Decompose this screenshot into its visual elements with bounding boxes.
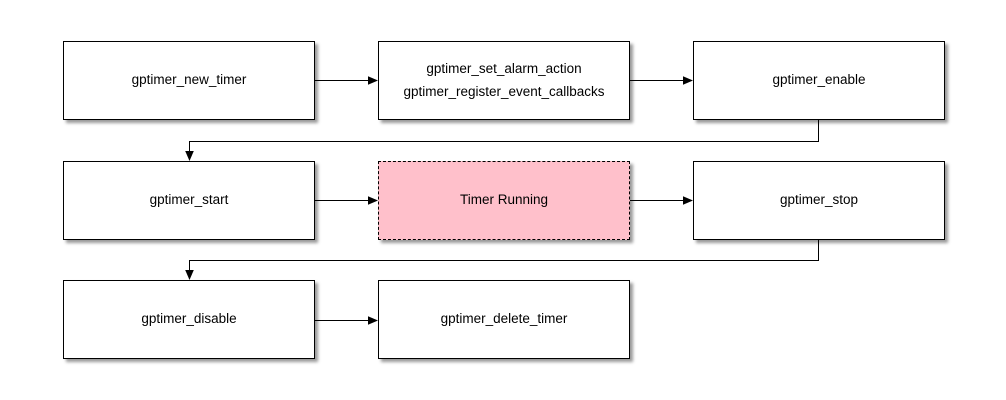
edge-timer-running-to-stop — [630, 196, 693, 205]
node-gptimer-new-timer: gptimer_new_timer — [63, 41, 315, 120]
node-label: gptimer_enable — [772, 72, 866, 88]
edge-config-to-enable — [630, 76, 693, 85]
node-label-line-2: gptimer_register_event_callbacks — [403, 83, 605, 99]
edge-new-timer-to-config — [315, 76, 378, 85]
edge-disable-to-delete-timer — [315, 316, 378, 325]
node-label-line-1: gptimer_set_alarm_action — [426, 60, 582, 76]
node-label: Timer Running — [459, 192, 549, 208]
node-gptimer-enable: gptimer_enable — [693, 41, 945, 120]
node-gptimer-start: gptimer_start — [63, 161, 315, 240]
node-gptimer-config: gptimer_set_alarm_action gptimer_registe… — [378, 41, 630, 120]
node-gptimer-stop: gptimer_stop — [693, 161, 945, 240]
edge-enable-to-start — [185, 120, 819, 161]
node-gptimer-delete-timer: gptimer_delete_timer — [378, 280, 630, 359]
node-gptimer-disable: gptimer_disable — [63, 280, 315, 359]
node-timer-running-state: Timer Running — [378, 161, 630, 240]
node-label: gptimer_disable — [141, 311, 237, 327]
node-label: gptimer_stop — [779, 192, 859, 208]
node-label: gptimer_start — [149, 192, 229, 208]
node-label: gptimer_new_timer — [131, 72, 247, 88]
node-label: gptimer_delete_timer — [440, 311, 568, 327]
edge-start-to-timer-running — [315, 196, 378, 205]
edge-stop-to-disable — [185, 240, 819, 280]
